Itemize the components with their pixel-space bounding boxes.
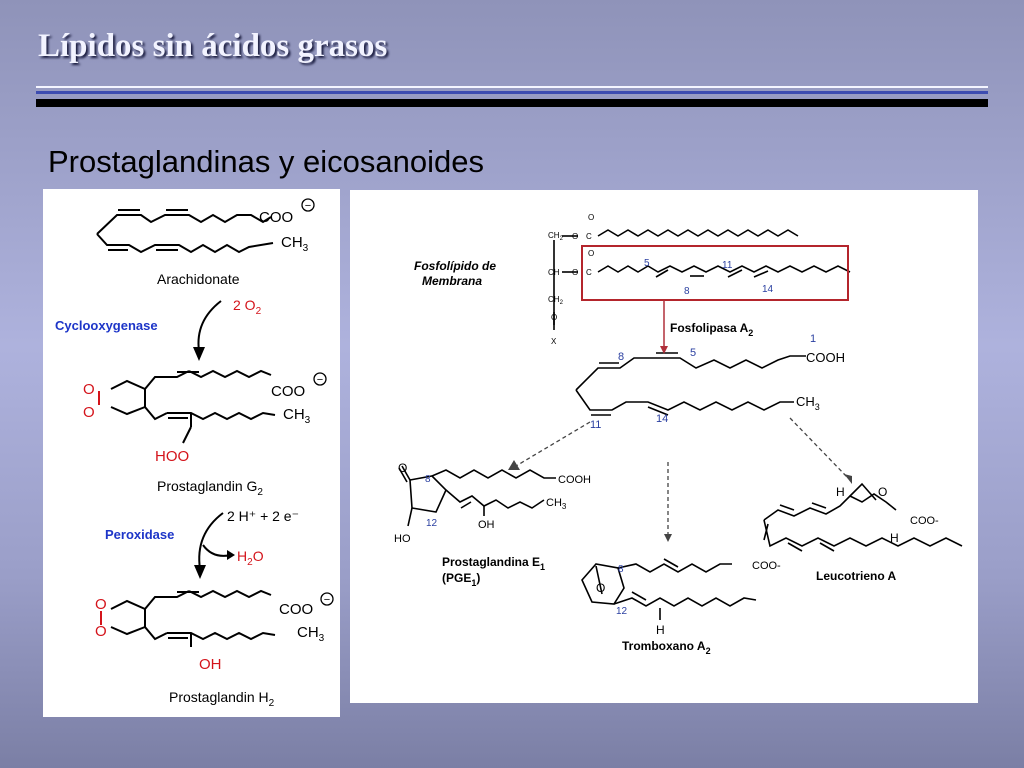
pgh2-ring — [110, 599, 146, 636]
thromboxane-label: Tromboxano A2 — [622, 639, 711, 656]
title-divider-accent — [36, 91, 988, 94]
membrane-label-line2: Membrana — [422, 274, 482, 288]
arachidonate-label: Arachidonate — [157, 271, 240, 287]
cyclooxygenase-arrow — [197, 300, 222, 352]
thromboxane-o: O — [596, 581, 605, 595]
pgg2-oxygen-top: O — [83, 381, 95, 398]
step2-product: H2O — [237, 548, 264, 568]
ester-o-1: O — [572, 232, 578, 241]
backbone-ch2-bottom: CH2 — [548, 295, 564, 306]
pge1-carbon-8: 8 — [425, 474, 431, 485]
backbone-x: X — [551, 337, 557, 346]
eicosanoid-biosynthesis-figure: Fosfolípido de Membrana CH2 CH CH2 O X O… — [350, 190, 978, 703]
slide-subtitle: Prostaglandinas y eicosanoides — [48, 144, 484, 179]
leukotriene-label: Leucotrieno A — [816, 569, 897, 583]
negative-charge-icon — [320, 592, 334, 606]
slide-title: Lípidos sin ácidos grasos — [38, 28, 388, 64]
negative-charge-icon — [313, 372, 327, 386]
thromboxane-coo: COO- — [752, 560, 781, 572]
membrane-carbon-8: 8 — [684, 286, 690, 297]
membrane-label-line1: Fosfolípido de — [414, 259, 496, 273]
leukotriene-coo: COO- — [910, 515, 939, 527]
svg-text:−: − — [317, 374, 323, 386]
arachidonic-carbon-8: 8 — [618, 351, 624, 363]
leukotriene-a-chain — [763, 519, 963, 548]
step1-reagent: 2 O2 — [233, 297, 262, 317]
pge1-ketone-o: O — [398, 461, 407, 475]
title-divider-bar — [36, 99, 988, 107]
peroxidase-label: Peroxidase — [105, 527, 174, 542]
leukotriene-epoxide-o: O — [878, 485, 887, 499]
membrane-fatty-chain-2 — [597, 265, 851, 273]
arachidonate-coo: COO — [259, 209, 293, 226]
peroxidase-arrow — [198, 512, 224, 570]
pgg2-oxygen-bottom: O — [83, 404, 95, 421]
ester-c-1: C — [586, 232, 592, 241]
membrane-fatty-chain-1 — [597, 229, 799, 237]
pgg2-coo: COO — [271, 383, 305, 400]
pgh2-ch3: CH3 — [297, 624, 325, 644]
pgg2-ring — [110, 379, 146, 416]
ester-c-2: C — [586, 268, 592, 277]
arachidonate-ch3: CH3 — [281, 234, 309, 254]
ester-carbonyl-o-2: O — [588, 249, 594, 258]
cyclooxygenase-label: Cyclooxygenase — [55, 318, 158, 333]
ester-carbonyl-o-1: O — [588, 213, 594, 222]
pge1-carbon-12: 12 — [426, 518, 438, 529]
pgg2-hoo: HOO — [155, 448, 189, 465]
arachidonoyl-highlight-box — [581, 245, 849, 301]
negative-charge-icon — [301, 198, 315, 212]
arachidonate-lower-chain — [96, 233, 274, 254]
pgg2-ch3: CH3 — [283, 406, 311, 426]
membrane-carbon-11: 11 — [722, 260, 733, 271]
arachidonic-ch3: CH3 — [796, 394, 820, 412]
pgg2-label: Prostaglandin G2 — [157, 478, 263, 498]
arachidonic-carbon-5: 5 — [690, 347, 696, 359]
title-divider-line — [36, 86, 988, 88]
pgh2-coo: COO — [279, 601, 313, 618]
membrane-carbon-5: 5 — [644, 258, 650, 269]
pge1-oh: OH — [478, 519, 495, 531]
thromboxane-h: H — [656, 623, 665, 637]
thromboxane-carbon-12: 12 — [616, 606, 628, 617]
leukotriene-h-top: H — [836, 485, 845, 499]
leukotriene-h-bottom: H — [890, 531, 899, 545]
membrane-carbon-14: 14 — [762, 284, 774, 295]
arachidonic-acid-lower — [575, 389, 794, 411]
arachidonate-minus: − — [305, 200, 311, 212]
pge1-label: Prostaglandina E1 — [442, 555, 545, 572]
ester-o-2: O — [572, 268, 578, 277]
arachidonic-carbon-11: 11 — [590, 419, 601, 431]
thromboxane-carbon-8: 8 — [618, 564, 624, 575]
thromboxane-ring — [581, 563, 625, 605]
arachidonic-carbon-14: 14 — [656, 413, 668, 425]
phospholipase-label: Fosfolipasa A2 — [670, 321, 753, 338]
pge1-pathway-arrow — [515, 421, 591, 467]
pgh2-label: Prostaglandin H2 — [169, 689, 275, 709]
pgh2-oxygen-bottom: O — [95, 623, 107, 640]
pgh2-oxygen-top: O — [95, 596, 107, 613]
arachidonic-acid-upper — [575, 355, 806, 391]
backbone-o: O — [551, 313, 557, 322]
svg-text:−: − — [324, 594, 330, 606]
pgh2-oh: OH — [199, 656, 222, 673]
leukotriene-pathway-arrow — [789, 417, 849, 479]
step2-reagent: 2 H⁺ + 2 e⁻ — [227, 508, 299, 524]
pge1-ho: HO — [394, 533, 411, 545]
pge1-abbreviation: (PGE1) — [442, 571, 480, 588]
backbone-ch2-top: CH2 — [548, 231, 564, 242]
pge1-cooh: COOH — [558, 474, 591, 486]
arachidonic-cooh: COOH — [806, 350, 845, 365]
arachidonate-upper-chain — [96, 213, 272, 235]
cyclooxygenase-pathway-figure: COO − CH3 Arachidonate Cyclooxygenase 2 … — [43, 189, 340, 717]
pge1-ring — [409, 475, 447, 513]
pge1-ch3: CH3 — [546, 497, 567, 511]
backbone-ch: CH — [548, 268, 560, 277]
arachidonic-carbon-1: 1 — [810, 333, 816, 345]
